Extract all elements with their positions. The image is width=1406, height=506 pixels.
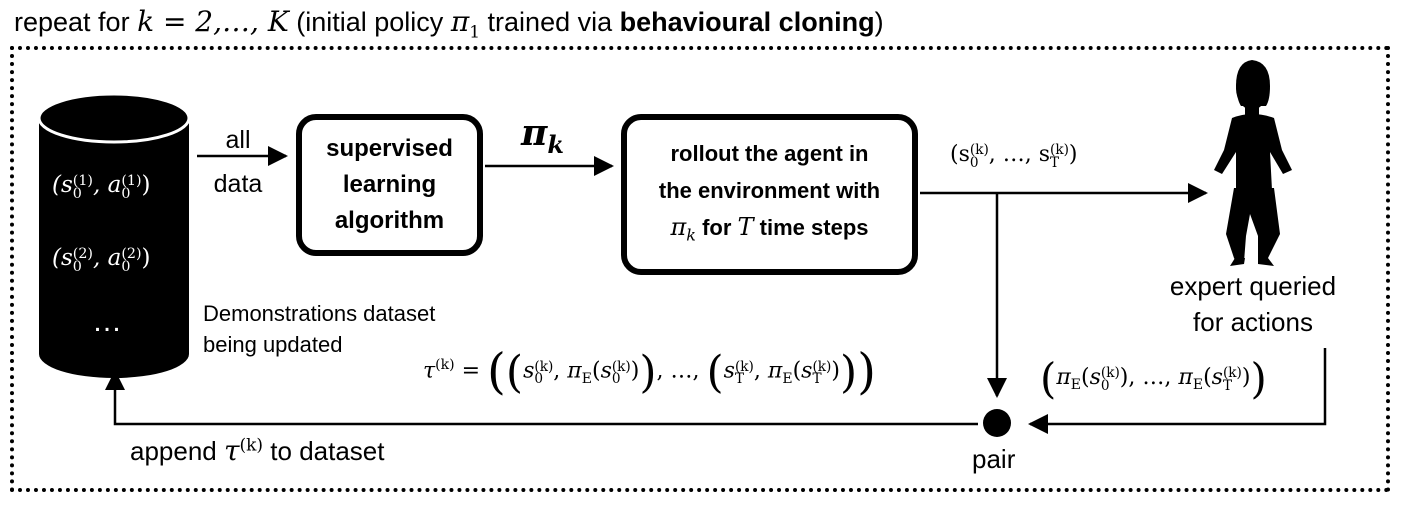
dataset-row-1: (s(1)0, a(1)0) (52, 172, 151, 202)
all-data-label: all data (213, 126, 263, 198)
dataset-caption: Demonstrations dataset being updated (203, 301, 436, 357)
k-range-math: k = 2,…, K (137, 5, 289, 38)
rollout-box: rollout the agent in the environment wit… (621, 114, 918, 275)
repeat-loop-frame (10, 46, 1390, 492)
actions-to-pair-arrow (1028, 348, 1327, 434)
dataset-cylinder-icon (37, 92, 191, 378)
expert-actions-label: (πE(s(k)0), …, πE(s(k)T)) (1040, 354, 1267, 403)
supervised-learning-box: supervised learning algorithm (296, 114, 483, 256)
append-label: append τ(k) to dataset (130, 434, 385, 467)
pair-node-icon (983, 409, 1011, 437)
dataset-ellipsis: … (92, 305, 122, 338)
append-arrow (105, 370, 978, 426)
expert-person-icon (1214, 60, 1292, 266)
pair-label: pair (972, 444, 1016, 474)
behavioural-cloning-bold: behavioural cloning (619, 7, 875, 37)
header-caption: repeat for k = 2,…, K (initial policy π1… (14, 5, 884, 43)
tau-trajectory-label: τ(k) = ((s(k)0, πE(s(k)0)), …, (s(k)T, π… (423, 344, 876, 400)
dataset-row-2: (s(2)0, a(2)0) (52, 245, 151, 275)
policy-label: πk (521, 112, 564, 160)
states-trajectory-label: (s(k)0, …, s(k)T) (950, 142, 1078, 171)
expert-caption: expert queried for actions (1169, 271, 1337, 337)
